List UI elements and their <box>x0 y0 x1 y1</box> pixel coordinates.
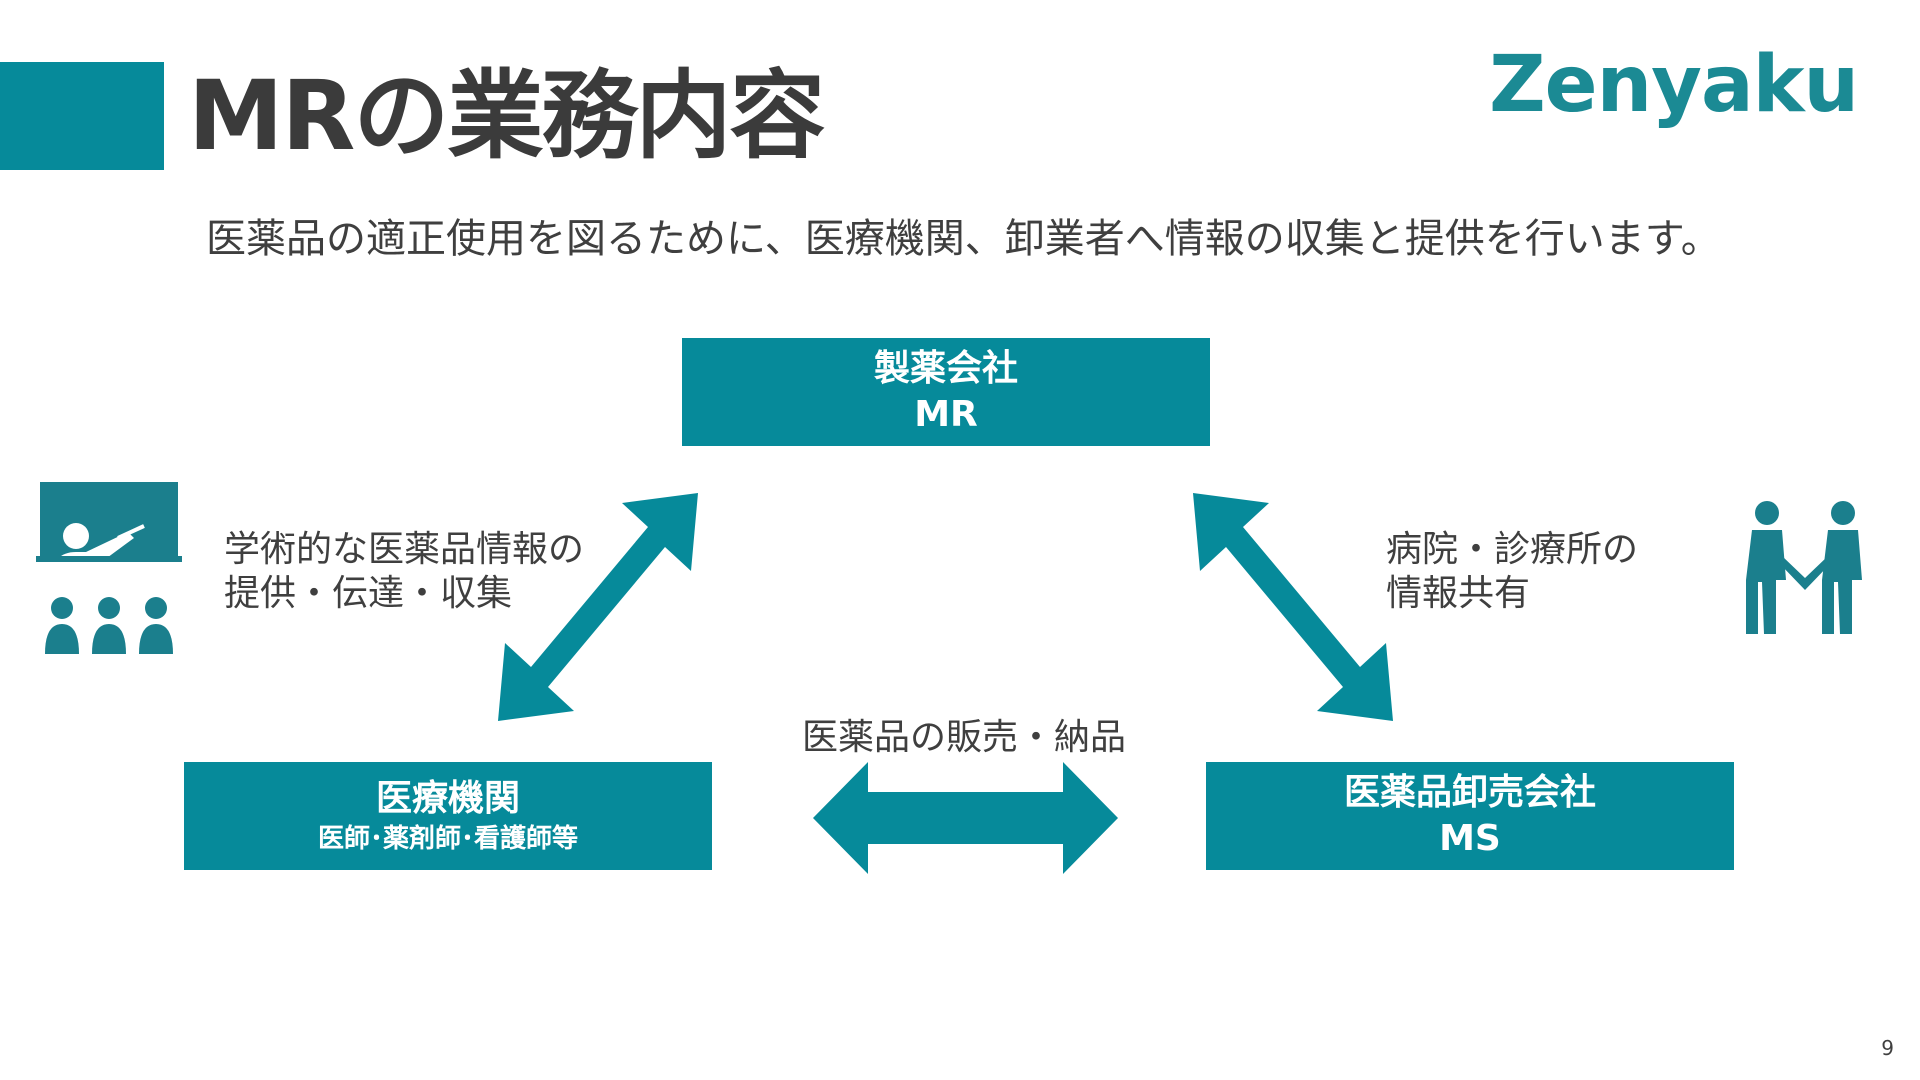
double-headed-arrow-icon <box>1193 493 1393 721</box>
edge-label-left-line2: 提供・伝達・収集 <box>224 573 513 614</box>
edge-label-bottom-line1: 医薬品の販売・納品 <box>802 717 1127 758</box>
handshake-people-icon <box>1746 501 1862 634</box>
edge-label-right-line2: 情報共有 <box>1386 573 1531 614</box>
node-medical-institution: 医療機関 医師･薬剤師･看護師等 <box>184 762 712 870</box>
double-headed-arrow-icon <box>498 493 698 721</box>
company-logo: Zenyaku <box>1489 40 1859 130</box>
edge-label-bottom: 医薬品の販売・納品 <box>802 716 1126 760</box>
node-wholesaler: 医薬品卸売会社 MS <box>1206 762 1734 870</box>
edge-label-right: 病院・診療所の 情報共有 <box>1386 528 1638 616</box>
presentation-audience-icon <box>36 482 182 654</box>
node-pharma-company-role: MR <box>914 394 978 435</box>
node-medical-institution-role: 医師･薬剤師･看護師等 <box>317 824 578 854</box>
title-accent-bar <box>0 62 164 170</box>
node-medical-institution-name: 医療機関 <box>375 778 520 819</box>
page-title: MRの業務内容 <box>188 60 825 172</box>
edge-label-right-line1: 病院・診療所の <box>1386 529 1639 570</box>
edge-label-left-line1: 学術的な医薬品情報の <box>224 529 585 570</box>
page-number: 9 <box>1881 1036 1894 1060</box>
double-headed-arrow-icon <box>813 762 1118 874</box>
node-pharma-company-name: 製薬会社 <box>873 348 1018 389</box>
node-wholesaler-role: MS <box>1439 818 1501 859</box>
node-wholesaler-name: 医薬品卸売会社 <box>1343 772 1596 813</box>
page-subtitle: 医薬品の適正使用を図るために、医療機関、卸業者へ情報の収集と提供を行います。 <box>206 216 1721 262</box>
edge-label-left: 学術的な医薬品情報の 提供・伝達・収集 <box>224 528 584 616</box>
node-pharma-company: 製薬会社 MR <box>682 338 1210 446</box>
